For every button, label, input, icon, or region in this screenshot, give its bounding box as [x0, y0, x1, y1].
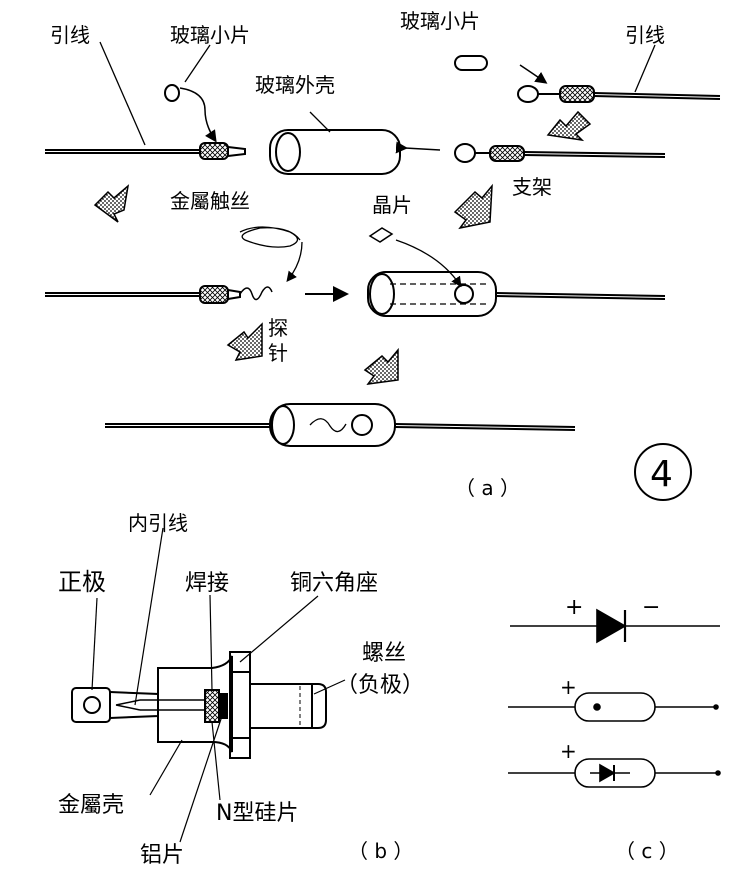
label-glass-chip-right: 玻璃小片	[400, 9, 480, 33]
label-negative: （负极）	[336, 673, 424, 698]
label-screw: 螺丝	[362, 641, 406, 666]
copper-hex-base	[229, 651, 251, 759]
arrow-down-left-2	[453, 183, 493, 230]
package-diode	[508, 758, 721, 788]
label-metal-shell: 金屬壳	[58, 793, 124, 818]
label-metal-wire: 金屬触丝	[170, 189, 250, 213]
label-glass-chip-left: 玻璃小片	[170, 23, 250, 47]
n-silicon-chip	[204, 689, 220, 723]
panel-a	[45, 41, 721, 501]
bracket-assembly	[454, 143, 666, 163]
caption-c: （ c ）	[615, 839, 679, 863]
label-aluminum: 铝片	[140, 843, 184, 868]
label-weld: 焊接	[185, 571, 229, 596]
label-lead-right: 引线	[625, 23, 665, 47]
label-crystal: 晶片	[372, 193, 412, 217]
figure-number: 4	[650, 454, 673, 495]
label-inner-lead: 内引线	[128, 511, 188, 535]
lead-right-assembly	[517, 44, 721, 103]
label-n-silicon: N型硅片	[216, 801, 298, 826]
glass-shell	[269, 111, 441, 175]
arrow-down-right-1	[546, 110, 592, 142]
lead-probe-assembly	[45, 285, 349, 304]
minus-label-1: −	[642, 595, 660, 620]
plus-label-1: +	[565, 595, 583, 620]
label-bracket: 支架	[512, 175, 552, 199]
panel-c	[508, 608, 721, 788]
diode-symbol	[510, 608, 720, 644]
caption-a: （ a ）	[455, 476, 520, 500]
arrow-down-left-4	[363, 347, 399, 385]
screw	[250, 683, 327, 729]
panel-b	[71, 527, 346, 843]
inner-lead	[115, 699, 208, 711]
positive-tab	[71, 687, 159, 723]
glass-chip-right	[454, 55, 548, 84]
glass-chip-left	[164, 44, 217, 143]
label-lead-left: 引线	[50, 23, 90, 47]
metal-shell	[157, 655, 233, 753]
tube-assembly-middle	[367, 271, 666, 317]
caption-b: （ b ）	[348, 839, 413, 863]
arrow-down-left-1	[93, 184, 130, 223]
label-probe-1: 探	[268, 316, 288, 340]
metal-wire-coil	[239, 226, 303, 283]
crystal-chip	[368, 227, 462, 288]
package-dot	[508, 692, 719, 722]
aluminum-chip	[218, 693, 228, 719]
label-probe-2: 针	[268, 341, 288, 365]
label-positive: 正极	[58, 568, 106, 596]
leader-lines-b	[91, 527, 346, 843]
lead-left-assembly	[45, 41, 246, 160]
label-glass-shell: 玻璃外壳	[255, 73, 335, 97]
label-copper-hex: 铜六角座	[290, 571, 378, 596]
plus-label-3: +	[560, 739, 577, 763]
plus-label-2: +	[560, 675, 577, 699]
arrow-down-left-3	[226, 322, 263, 361]
final-diode	[105, 403, 576, 447]
